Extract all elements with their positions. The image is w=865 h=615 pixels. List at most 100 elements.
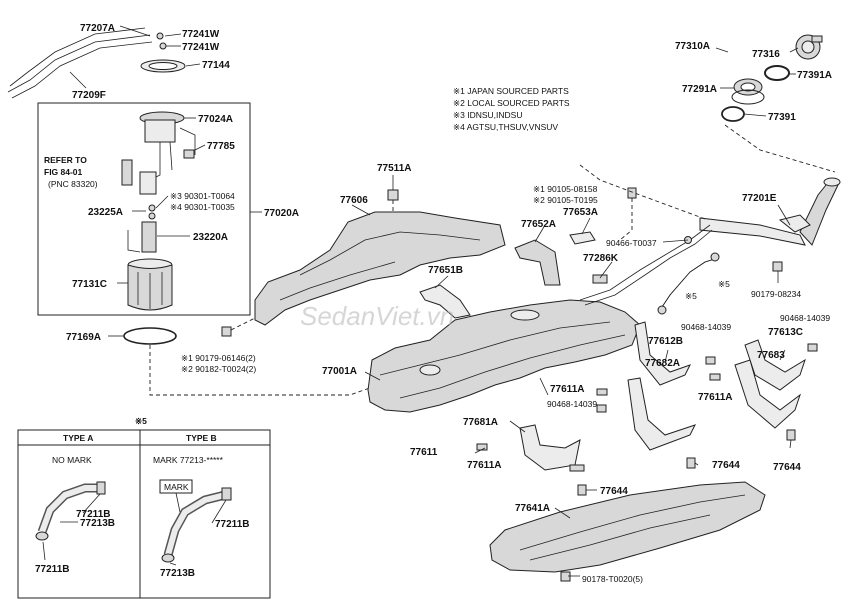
label-77653a: 77653A — [563, 207, 598, 218]
label-77644-2: 77644 — [773, 462, 801, 473]
bolt-90179-06146 — [221, 317, 256, 337]
label-77606: 77606 — [340, 195, 368, 206]
label-77613c: 77613C — [768, 327, 803, 338]
breather-hose-77286k — [579, 224, 713, 306]
label-77391: 77391 — [768, 112, 796, 123]
label-77310a: 77310A — [675, 41, 710, 52]
label-77611a-2: 77611A — [698, 392, 732, 403]
label-77207a: 77207A — [80, 23, 115, 34]
label-77681a: 77681A — [463, 417, 498, 428]
gasket-77169a — [123, 327, 177, 345]
label-77020a: 77020A — [264, 208, 299, 219]
gasket-77391 — [721, 106, 745, 122]
protector-77606 — [254, 211, 506, 326]
label-77682a: 77682A — [645, 358, 680, 369]
label-77241w-1: 77241W — [182, 29, 220, 40]
filler-pipe-77201e — [699, 177, 841, 246]
label-390301: ※3 90301-T0064 — [170, 191, 235, 201]
label-77644-1: 77644 — [712, 460, 740, 471]
label-77001a: 77001A — [322, 366, 357, 377]
band-77682a — [627, 321, 696, 451]
fuel-pump-group-box — [37, 102, 251, 316]
note-1: ※1 JAPAN SOURCED PARTS — [453, 86, 569, 96]
note-3: ※3 IDNSU,INDSU — [453, 110, 522, 120]
label-90468a: 90468-14039 — [681, 322, 731, 332]
pump-module-top-77024a — [139, 111, 196, 181]
label-23225a: 23225A — [88, 207, 123, 218]
band-77683 — [734, 339, 806, 429]
refer-line-2: FIG 84-01 — [44, 167, 83, 177]
inlet-77291a — [731, 78, 765, 105]
label-77644-3: 77644 — [600, 486, 628, 497]
label-77286k: 77286K — [583, 253, 619, 264]
label-s5-b: ※5 — [685, 291, 697, 301]
label-77611: 77611 — [410, 447, 438, 458]
label-77201e: 77201E — [742, 193, 777, 204]
label-77391a: 77391A — [797, 70, 832, 81]
clip-77511a — [387, 189, 399, 212]
inset-hose-type-b — [161, 487, 232, 563]
bolt-90179-08234 — [772, 261, 783, 272]
bolt-77644-3 — [577, 484, 587, 496]
filter-77131c — [127, 258, 173, 311]
hose-s5 — [657, 252, 720, 315]
label-77651b: 77651B — [428, 265, 463, 276]
label-90105a: ※1 90105-08158 — [533, 184, 598, 194]
bolt-77611a-1 — [596, 388, 608, 396]
nut-90468-3 — [596, 404, 607, 413]
label-77024a: 77024A — [198, 114, 233, 125]
label-77612b: 77612B — [648, 336, 683, 347]
label-77511a: 77511A — [377, 163, 411, 174]
refer-line-1: REFER TO — [44, 155, 87, 165]
label-77131c: 77131C — [72, 279, 107, 290]
label-77209f: 77209F — [72, 90, 106, 101]
fuel-line-77207a — [7, 27, 153, 99]
bolt-77644-2 — [786, 429, 796, 441]
inset-type-b: TYPE B — [186, 433, 217, 443]
note-4: ※4 AGTSU,THSUV,VNSUV — [453, 122, 558, 132]
label-77169a: 77169A — [66, 332, 101, 343]
leader-bracket — [579, 164, 709, 221]
label-90179b: 90179-08234 — [751, 289, 801, 299]
band-77681a — [519, 424, 585, 472]
nut-90468-1 — [705, 356, 716, 365]
lock-ring-77144 — [140, 32, 186, 73]
label-77144: 77144 — [202, 60, 230, 71]
note-2: ※2 LOCAL SOURCED PARTS — [453, 98, 570, 108]
label-77241w-2: 77241W — [182, 42, 220, 53]
inset-label-b-211b: 77211B — [215, 519, 249, 530]
label-77316: 77316 — [752, 49, 780, 60]
inset-hose-type-a — [35, 481, 106, 541]
label-s5-a: ※5 — [718, 279, 730, 289]
label-77641a: 77641A — [515, 503, 550, 514]
inset-label-a-213b: 77213B — [80, 518, 115, 529]
label-90466: 90466-T0037 — [606, 238, 657, 248]
protector-77652a — [514, 239, 561, 286]
fuel-pump-23220a — [127, 221, 157, 253]
label-90182: ※2 90182-T0024(2) — [181, 364, 256, 374]
protector-77641a — [489, 481, 766, 573]
bolt-77611a-2 — [709, 373, 721, 381]
sender-gauge — [121, 159, 157, 220]
inset-mark-tag: MARK — [164, 482, 189, 492]
gasket-77391a — [764, 65, 790, 81]
label-90468b: 90468-14039 — [780, 313, 830, 323]
label-77611a-3: 77611A — [467, 460, 501, 471]
refer-line-3: (PNC 83320) — [48, 179, 98, 189]
label-77652a: 77652A — [521, 219, 556, 230]
inset-mark-b: MARK 77213-***** — [153, 455, 224, 465]
label-77611a-1: 77611A — [550, 384, 584, 395]
fuel-cap-77310a — [795, 34, 823, 60]
label-90468c: 90468-14039 — [547, 399, 597, 409]
label-490301: ※4 90301-T0035 — [170, 202, 235, 212]
watermark: SedanViet.vn — [300, 301, 454, 331]
label-77785: 77785 — [207, 141, 235, 152]
label-90178: 90178-T0020(5) — [582, 574, 643, 584]
leader-cap-to-filler — [724, 124, 836, 173]
fuel-tank-77001a — [367, 299, 641, 413]
bolt-77611a-3 — [476, 443, 488, 451]
label-90105b: ※2 90105-T0195 — [533, 195, 598, 205]
inset-box — [17, 429, 271, 599]
